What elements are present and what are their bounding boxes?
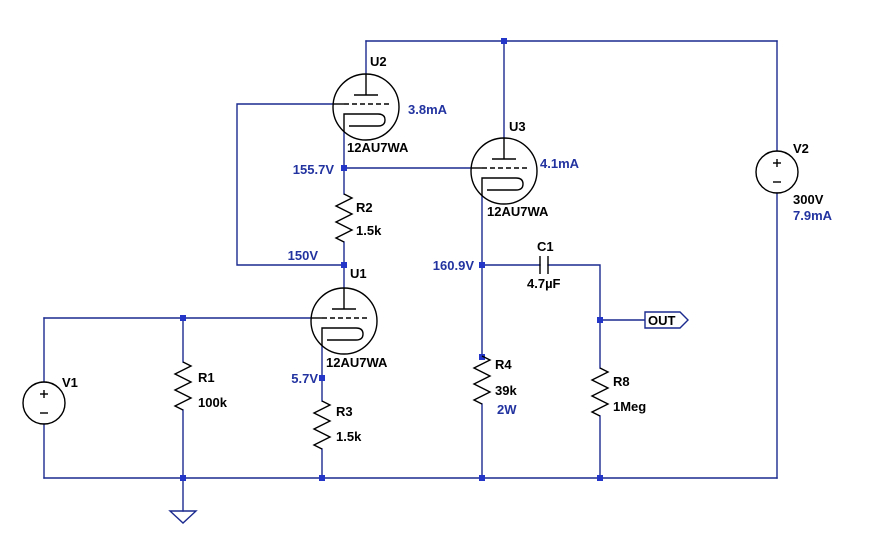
output-port[interactable]: OUT	[644, 311, 689, 329]
tube-heater	[327, 333, 364, 341]
wires	[43, 40, 778, 512]
source-v2-current: 7.9mA	[793, 208, 833, 223]
source-v2-value: 300V	[793, 192, 824, 207]
node-voltage-u2-cathode: 155.7V	[293, 162, 335, 177]
tube-u2-current: 3.8mA	[408, 102, 448, 117]
capacitor-c1-value: 4.7µF	[527, 276, 561, 291]
resistor-r4-ref: R4	[495, 357, 512, 372]
junction-dot	[479, 354, 485, 360]
output-port-label: OUT	[648, 313, 676, 328]
ground-icon[interactable]	[168, 510, 198, 524]
junction-dot	[319, 475, 325, 481]
resistor-r2-ref: R2	[356, 200, 373, 215]
tube-cathode	[343, 113, 386, 132]
resistor-r1-value: 100k	[198, 395, 228, 410]
tube-heater	[349, 119, 386, 127]
resistor-r3[interactable]	[312, 400, 332, 450]
tube-u2-model: 12AU7WA	[347, 140, 409, 155]
capacitor-c1[interactable]	[539, 256, 549, 274]
capacitor-c1-ref: C1	[537, 239, 554, 254]
resistor-r3-value: 1.5k	[336, 429, 362, 444]
junction-dot	[180, 475, 186, 481]
resistor-r4-power: 2W	[497, 402, 517, 417]
node-voltage-u1-cathode: 5.7V	[291, 371, 318, 386]
resistor-r1-ref: R1	[198, 370, 215, 385]
tube-u3[interactable]	[470, 137, 538, 205]
node-voltage-u1-plate: 150V	[288, 248, 319, 263]
junction-dot	[180, 315, 186, 321]
wire-c1-right	[547, 264, 601, 321]
junction-dot	[597, 475, 603, 481]
resistor-r1[interactable]	[173, 361, 193, 411]
tube-u2-ref: U2	[370, 54, 387, 69]
source-v1-ref: V1	[62, 375, 78, 390]
junction-dot	[479, 475, 485, 481]
resistor-r8-value: 1Meg	[613, 399, 646, 414]
tube-u3-current: 4.1mA	[540, 156, 580, 171]
tube-cathode	[321, 327, 364, 346]
tube-u3-ref: U3	[509, 119, 526, 134]
node-voltage-u3-cathode: 160.9V	[433, 258, 475, 273]
resistor-r3-ref: R3	[336, 404, 353, 419]
junction-dot	[341, 262, 347, 268]
source-body	[755, 150, 799, 194]
resistor-r2[interactable]	[334, 193, 354, 243]
tube-u2[interactable]	[332, 73, 400, 141]
resistor-r2-value: 1.5k	[356, 223, 382, 238]
source-body	[22, 381, 66, 425]
junction-dot	[319, 375, 325, 381]
resistor-r4[interactable]	[472, 355, 492, 405]
junctions	[180, 38, 603, 481]
source-v2-ref: V2	[793, 141, 809, 156]
resistor-r8-ref: R8	[613, 374, 630, 389]
output-port-flag	[644, 311, 689, 329]
tube-u1-model: 12AU7WA	[326, 355, 388, 370]
junction-dot	[341, 165, 347, 171]
resistor-r4-value: 39k	[495, 383, 517, 398]
voltage-source-v2[interactable]	[755, 150, 799, 194]
tube-u1[interactable]	[310, 287, 378, 355]
junction-dot	[479, 262, 485, 268]
tube-cathode	[481, 177, 524, 196]
labels: U2 3.8mA 12AU7WA U3 4.1mA 12AU7WA U1 12A…	[62, 54, 833, 444]
junction-dot	[501, 38, 507, 44]
resistor-r8[interactable]	[590, 367, 610, 417]
tube-heater	[487, 183, 524, 191]
wire-u2-grid-feedback	[236, 103, 345, 266]
voltage-source-v1[interactable]	[22, 381, 66, 425]
tube-u3-model: 12AU7WA	[487, 204, 549, 219]
tube-u1-ref: U1	[350, 266, 367, 281]
junction-dot	[597, 317, 603, 323]
